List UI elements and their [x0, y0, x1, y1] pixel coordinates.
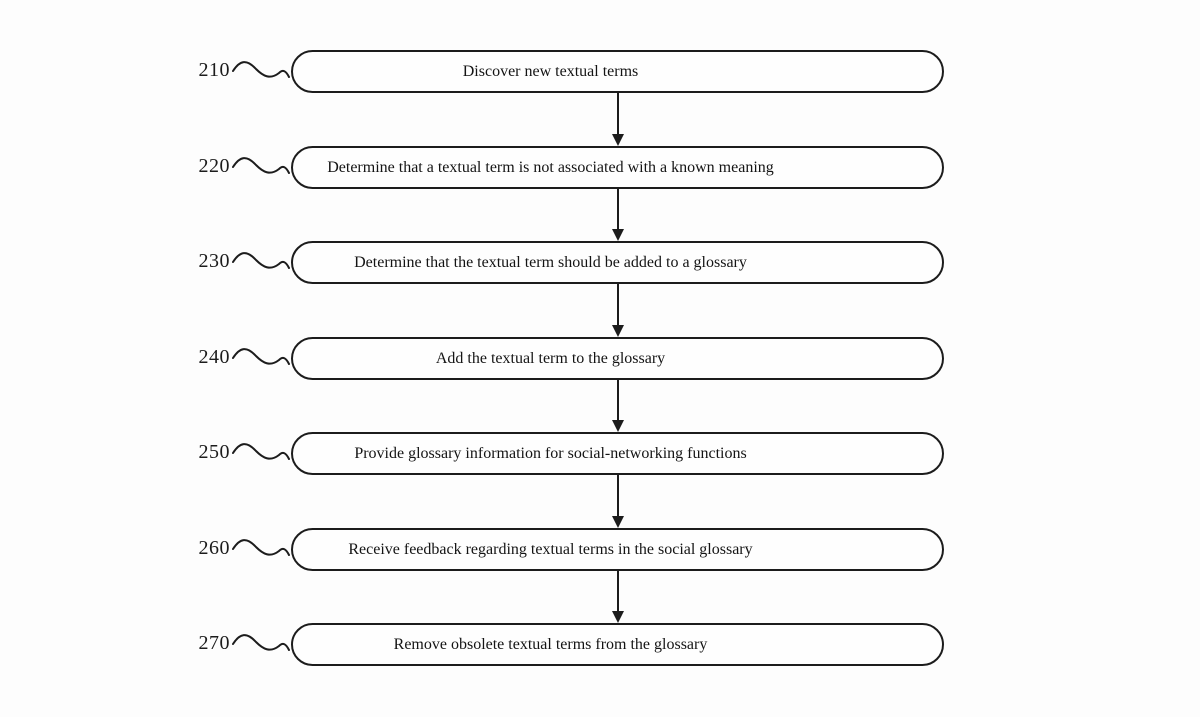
flow-arrow-220-230 [611, 189, 624, 241]
flow-arrow-230-240 [611, 284, 624, 337]
step-row-240: 240 Add the textual term to the glossary [0, 337, 1200, 380]
label-connector-squiggle-icon [232, 634, 290, 651]
step-box: Discover new textual terms [291, 50, 944, 93]
step-box: Remove obsolete textual terms from the g… [291, 623, 944, 666]
flow-arrow-240-250 [611, 380, 624, 432]
arrow-line [616, 93, 619, 137]
arrow-head-icon [611, 420, 624, 432]
step-ref-label: 210 [198, 59, 230, 81]
arrow-line [616, 380, 619, 423]
step-ref-label: 230 [198, 250, 230, 272]
arrow-line [616, 189, 619, 232]
step-box: Add the textual term to the glossary [291, 337, 944, 380]
step-ref-label: 270 [198, 632, 230, 654]
arrow-head-icon [611, 516, 624, 528]
arrow-head-icon [611, 229, 624, 241]
step-text: Remove obsolete textual terms from the g… [393, 635, 708, 653]
step-ref-label: 260 [198, 537, 230, 559]
step-row-230: 230 Determine that the textual term shou… [0, 241, 1200, 284]
step-box: Determine that a textual term is not ass… [291, 146, 944, 189]
step-text: Determine that a textual term is not ass… [327, 158, 774, 176]
step-ref-label: 250 [198, 441, 230, 463]
step-ref-label: 220 [198, 155, 230, 177]
label-connector-squiggle-icon [232, 252, 290, 269]
arrow-head-icon [611, 134, 624, 146]
step-row-210: 210 Discover new textual terms [0, 50, 1200, 93]
step-row-260: 260 Receive feedback regarding textual t… [0, 528, 1200, 571]
step-row-270: 270 Remove obsolete textual terms from t… [0, 623, 1200, 666]
step-box: Receive feedback regarding textual terms… [291, 528, 944, 571]
arrow-head-icon [611, 611, 624, 623]
label-connector-squiggle-icon [232, 443, 290, 460]
label-connector-squiggle-icon [232, 539, 290, 556]
label-connector-squiggle-icon [232, 157, 290, 174]
arrow-line [616, 475, 619, 519]
label-connector-squiggle-icon [232, 348, 290, 365]
arrow-line [616, 284, 619, 328]
step-row-220: 220 Determine that a textual term is not… [0, 146, 1200, 189]
step-ref-label: 240 [198, 346, 230, 368]
step-box: Provide glossary information for social-… [291, 432, 944, 475]
step-text: Discover new textual terms [462, 62, 639, 80]
step-text: Provide glossary information for social-… [354, 444, 747, 462]
step-text: Receive feedback regarding textual terms… [348, 540, 753, 558]
flow-arrow-260-270 [611, 571, 624, 623]
label-connector-squiggle-icon [232, 61, 290, 78]
arrow-head-icon [611, 325, 624, 337]
flow-arrow-250-260 [611, 475, 624, 528]
step-text: Determine that the textual term should b… [354, 253, 747, 271]
flow-arrow-210-220 [611, 93, 624, 146]
step-box: Determine that the textual term should b… [291, 241, 944, 284]
arrow-line [616, 571, 619, 614]
step-row-250: 250 Provide glossary information for soc… [0, 432, 1200, 475]
step-text: Add the textual term to the glossary [435, 349, 666, 367]
